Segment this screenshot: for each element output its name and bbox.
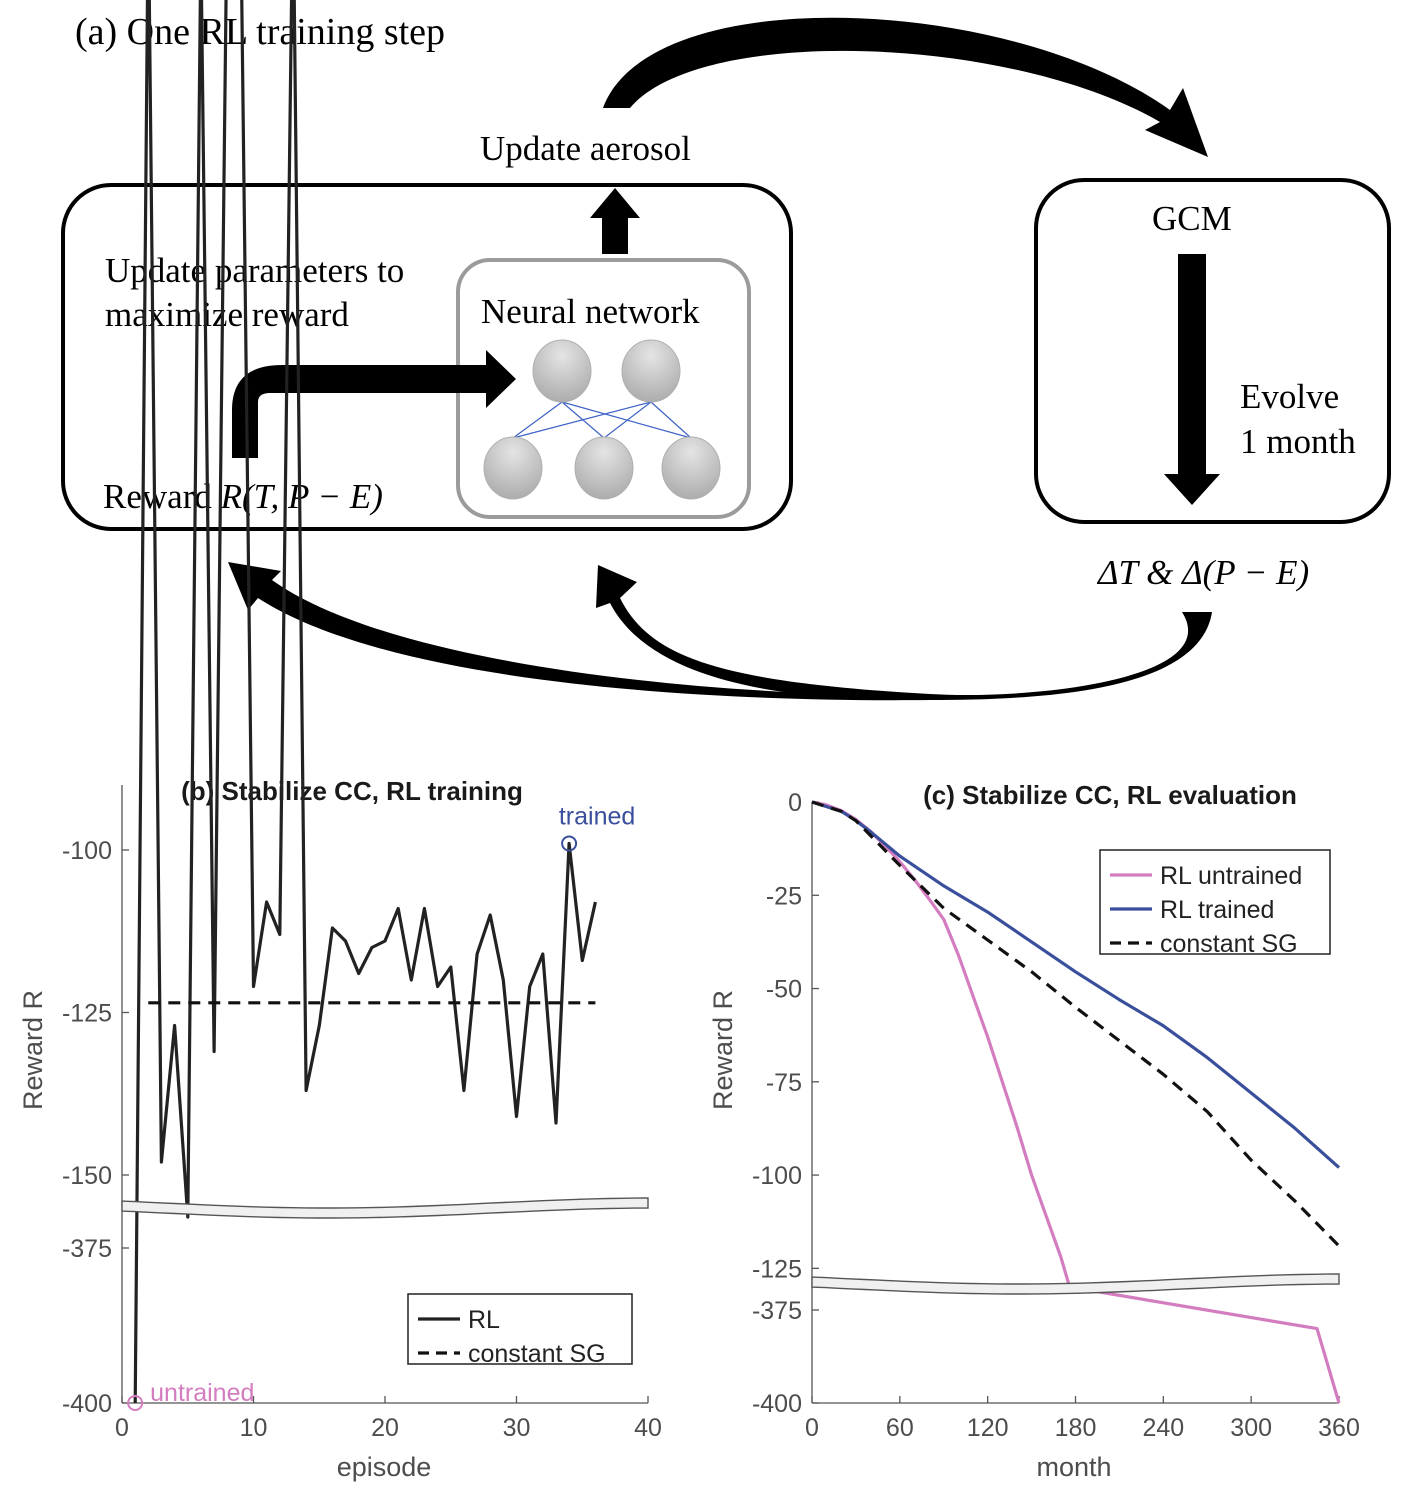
bottom-arrow-left: [228, 562, 930, 701]
update-parameters-line2: maximize reward: [105, 295, 349, 334]
y-tick-label: -100: [62, 837, 112, 865]
update-parameters-line1: Update parameters to: [105, 251, 404, 290]
y-tick-label: -400: [62, 1390, 112, 1418]
diagram-arrows: [228, 17, 1220, 701]
annotation-label: untrained: [150, 1379, 254, 1407]
y-tick-label: -25: [766, 882, 802, 910]
chart-b-title: (b) Stabilize CC, RL training: [181, 776, 523, 806]
y-tick-label: -150: [62, 1162, 112, 1190]
x-tick-label: 240: [1142, 1414, 1184, 1442]
gcm-box: [1034, 178, 1391, 524]
y-tick-label: -100: [752, 1162, 802, 1190]
x-tick-label: 120: [967, 1414, 1009, 1442]
network-node: [621, 339, 681, 403]
x-tick-label: 300: [1230, 1414, 1272, 1442]
evolve-line2: 1 month: [1240, 422, 1356, 461]
series-line: [811, 800, 1341, 1248]
reward-label: Reward R(T, P − E): [103, 477, 383, 516]
legend-label: RL: [468, 1306, 500, 1334]
x-tick-label: 30: [503, 1414, 531, 1442]
chart-c: (c) Stabilize CC, RL evaluation Reward R…: [708, 780, 1360, 1482]
chart-b: (b) Stabilize CC, RL training Reward R e…: [18, 0, 662, 1482]
legend-label: constant SG: [1160, 930, 1298, 958]
axis-break-band: [811, 1273, 1340, 1295]
neural-network-label: Neural network: [481, 292, 700, 331]
axis-break-band: [121, 1197, 649, 1219]
evolve-arrow: [1164, 254, 1220, 505]
series-line: [133, 0, 597, 1404]
legend-label: RL trained: [1160, 896, 1274, 924]
legend-box: [1099, 849, 1331, 955]
legend-label: RL untrained: [1160, 862, 1302, 890]
annotation-marker: [561, 835, 578, 852]
network-node: [532, 339, 592, 403]
x-tick-label: 20: [371, 1414, 399, 1442]
network-node: [661, 436, 721, 500]
chart-b-ylabel: Reward R: [18, 990, 48, 1110]
series-line: [811, 800, 1341, 1169]
y-tick-label: -400: [752, 1390, 802, 1418]
chart-c-title: (c) Stabilize CC, RL evaluation: [923, 780, 1297, 810]
legend-label: constant SG: [468, 1340, 606, 1368]
x-tick-label: 60: [886, 1414, 914, 1442]
y-tick-label: -75: [766, 1069, 802, 1097]
annotation-marker: [127, 1395, 144, 1411]
y-tick-label: -125: [62, 1000, 112, 1028]
chart-b-plot: 0 10 20 30 40 -150 -125 -100 -400 -375 trained untr…: [62, 0, 662, 1442]
bent-arrow: [232, 350, 516, 458]
agent-box: [61, 183, 793, 531]
x-tick-label: 40: [634, 1414, 662, 1442]
chart-c-xlabel: month: [1036, 1452, 1111, 1482]
diagram-panel: (a) One RL training step: [61, 11, 1391, 701]
chart-b-xlabel: episode: [337, 1452, 432, 1482]
update-aerosol-label: Update aerosol: [480, 129, 691, 168]
up-arrow: [590, 188, 640, 254]
reward-prefix: Reward: [103, 477, 221, 516]
network-nodes: [483, 339, 721, 500]
evolve-line1: Evolve: [1240, 377, 1339, 416]
y-tick-label: -375: [62, 1235, 112, 1263]
network-node: [574, 436, 634, 500]
network-connections: [512, 401, 692, 439]
x-tick-label: 360: [1318, 1414, 1360, 1442]
x-tick-label: 10: [240, 1414, 268, 1442]
y-tick-label: -375: [752, 1297, 802, 1325]
y-tick-label: 0: [788, 789, 802, 817]
x-tick-label: 180: [1055, 1414, 1097, 1442]
y-tick-label: -50: [766, 976, 802, 1004]
y-tick-label: -125: [752, 1255, 802, 1283]
gcm-label: GCM: [1152, 199, 1232, 238]
network-node: [483, 436, 543, 500]
top-curved-arrow: [603, 17, 1208, 157]
diagram-title: (a) One RL training step: [75, 11, 445, 53]
x-tick-label: 0: [115, 1414, 129, 1442]
annotation-label: trained: [559, 803, 635, 831]
delta-label: ΔT & Δ(P − E): [1096, 553, 1309, 592]
x-tick-label: 0: [805, 1414, 819, 1442]
chart-c-ylabel: Reward R: [708, 990, 738, 1110]
